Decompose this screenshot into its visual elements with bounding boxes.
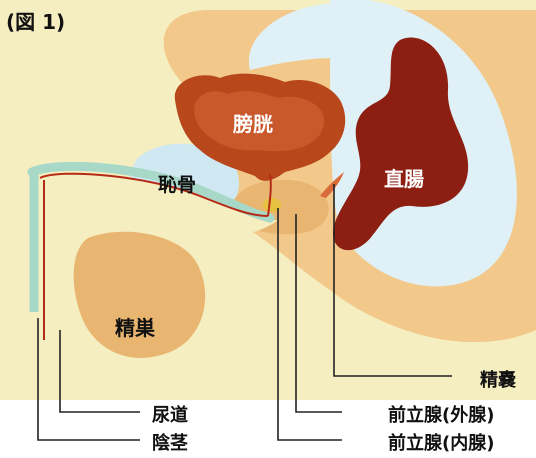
prostate-outer-label: 前立腺(外腺) [388,401,494,427]
testis-label: 精巣 [115,312,155,341]
rectum-label: 直腸 [384,163,424,192]
seminal-vesicle-label: 精嚢 [480,366,516,392]
bladder-label: 膀胱 [233,108,273,137]
urethra-label: 尿道 [152,401,188,427]
penis-label: 陰茎 [152,429,188,455]
pubic-bone-label: 恥骨 [158,170,196,197]
prostate-inner-label: 前立腺(内腺) [388,429,494,455]
figure-label: (図 1) [6,6,65,35]
